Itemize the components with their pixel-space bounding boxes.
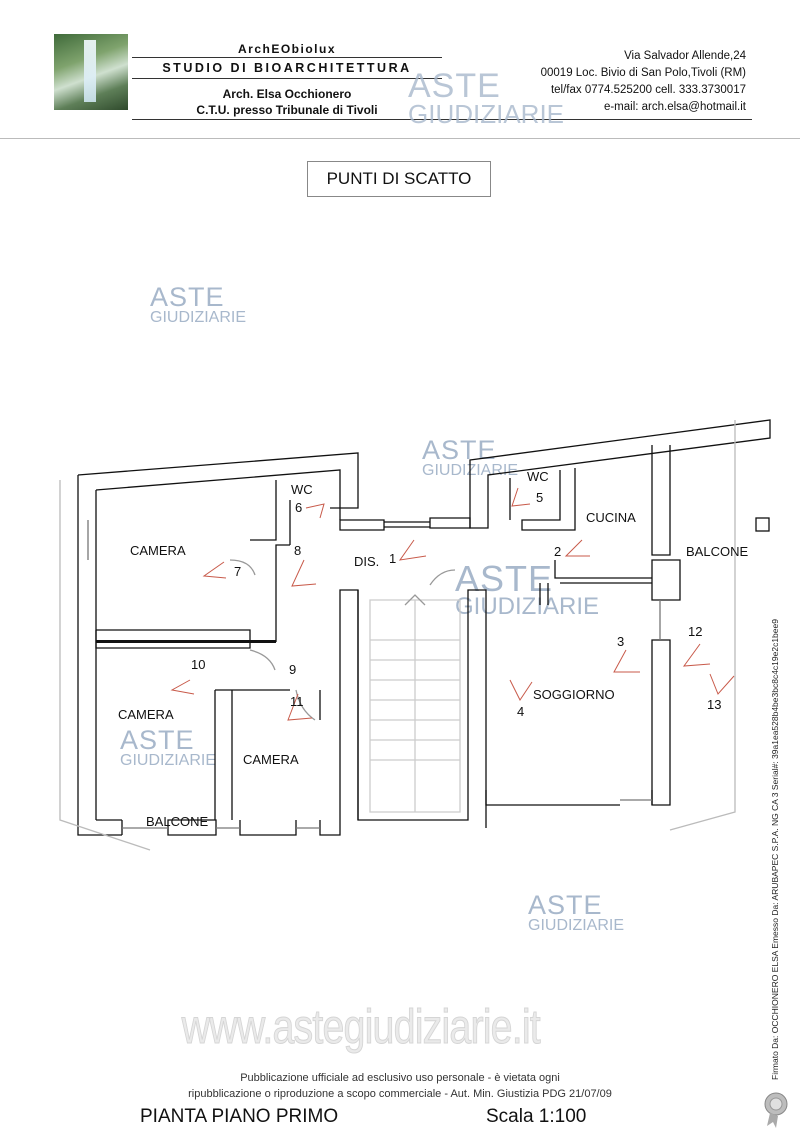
firm-name: ArchEObiolux <box>237 42 336 56</box>
room-label-soggiorno: SOGGIORNO <box>533 687 615 702</box>
photo-point-number: 1 <box>389 551 396 566</box>
photo-point-number: 10 <box>191 657 205 672</box>
address-line-2: 00019 Loc. Bivio di San Polo,Tivoli (RM) <box>540 67 746 79</box>
seal-badge <box>764 1092 788 1128</box>
publication-notice-line-1: Pubblicazione ufficiale ad esclusivo uso… <box>240 1072 560 1084</box>
room-label-wc: WC <box>291 482 313 497</box>
watermark: ASTE GIUDIZIARIE <box>455 558 600 620</box>
watermark: ASTE GIUDIZIARIE <box>528 890 625 934</box>
room-label-wc: WC <box>527 469 549 484</box>
photo-point-number: 4 <box>517 704 524 719</box>
photo-point-number: 6 <box>295 500 302 515</box>
studio-logo-image <box>54 34 128 110</box>
architect-name: Arch. Elsa Occhionero <box>222 87 352 101</box>
photo-point-numbers: 1 2 3 4 5 6 7 8 9 10 11 12 13 <box>191 490 721 719</box>
camera-angle-markers <box>170 487 735 721</box>
photo-point-number: 12 <box>688 624 702 639</box>
publication-notice-line-2: ripubblicazione o riproduzione a scopo c… <box>188 1088 612 1100</box>
room-label-camera: CAMERA <box>130 543 186 558</box>
header-divider <box>132 119 752 120</box>
photo-point-number: 7 <box>234 564 241 579</box>
room-label-cucina: CUCINA <box>586 510 636 525</box>
photo-point-number: 3 <box>617 634 624 649</box>
room-label-camera: CAMERA <box>118 707 174 722</box>
plan-scale: Scala 1:100 <box>486 1106 587 1127</box>
room-label-camera: CAMERA <box>243 752 299 767</box>
architect-role: C.T.U. presso Tribunale di Tivoli <box>196 103 378 117</box>
document-title: PUNTI DI SCATTO <box>307 161 491 197</box>
photo-point-number: 11 <box>290 694 304 709</box>
watermark-site: www.astegiudiziarie.it <box>181 1001 541 1055</box>
room-label-balcone: BALCONE <box>146 814 208 829</box>
studio-name: STUDIO DI BIOARCHITETTURA <box>162 61 412 75</box>
photo-point-number: 8 <box>294 543 301 558</box>
header-rule <box>0 138 800 139</box>
photo-point-number: 9 <box>289 662 296 677</box>
address-line-1: Via Salvador Allende,24 <box>624 50 746 62</box>
header-divider <box>132 57 442 58</box>
watermark: ASTE GIUDIZIARIE <box>120 725 217 769</box>
photo-point-number: 5 <box>536 490 543 505</box>
phone-line: tel/fax 0774.525200 cell. 333.3730017 <box>550 84 746 96</box>
header-divider <box>132 78 442 79</box>
watermark: ASTE GIUDIZIARIE <box>408 67 565 129</box>
room-label-dis: DIS. <box>354 554 379 569</box>
photo-point-number: 13 <box>707 697 721 712</box>
email-line: e-mail: arch.elsa@hotmail.it <box>603 101 746 113</box>
digital-signature: Firmato Da: OCCHIONERO ELSA Emesso Da: A… <box>770 619 780 1080</box>
watermark: ASTE GIUDIZIARIE <box>150 282 247 326</box>
photo-point-number: 2 <box>554 544 561 559</box>
plan-title: PIANTA PIANO PRIMO <box>140 1106 339 1127</box>
room-label-balcone: BALCONE <box>686 544 748 559</box>
